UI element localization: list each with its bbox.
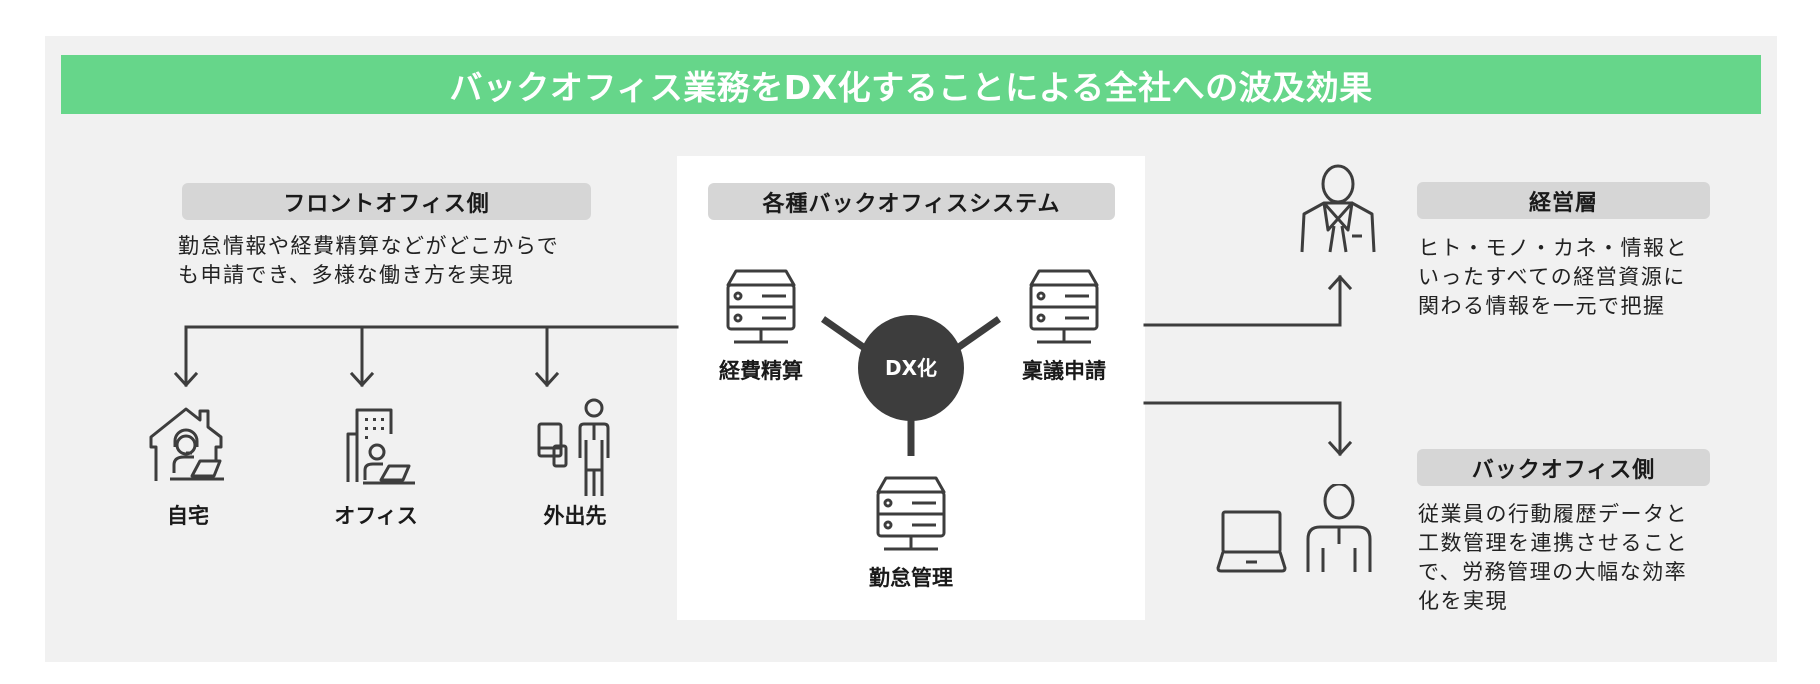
front-office-description: 勤怠情報や経費精算などがどこからで も申請でき、多様な働き方を実現 (178, 232, 559, 290)
location-label-home: 自宅 (167, 504, 209, 528)
back-office-description-line: 化を実現 (1418, 589, 1508, 613)
back-office-description-line: 工数管理を連携させること (1418, 531, 1688, 555)
server-icon (876, 476, 946, 551)
system-label-approval: 稟議申請 (1022, 359, 1106, 383)
management-connector (1143, 275, 1342, 327)
management-description-line: いったすべての経営資源に (1418, 265, 1686, 289)
system-label-attendance: 勤怠管理 (869, 566, 953, 590)
executive-icon (1300, 164, 1376, 253)
arrow-mobile (534, 371, 560, 388)
back-office-description: 従業員の行動履歴データと 工数管理を連携させること で、労務管理の大幅な効率 化… (1418, 500, 1688, 616)
front-office-description-line: も申請でき、多様な働き方を実現 (178, 263, 515, 287)
systems-heading: 各種バックオフィスシステム (708, 183, 1115, 220)
management-description-line: ヒト・モノ・カネ・情報と (1418, 236, 1688, 260)
employee-icon (1306, 484, 1372, 572)
server-icon (1029, 269, 1099, 344)
location-label-office: オフィス (334, 504, 418, 528)
server-icon (726, 269, 796, 344)
hub-spoke-left (820, 316, 869, 352)
back-office-description-line: 従業員の行動履歴データと (1418, 502, 1688, 526)
front-connector (184, 325, 679, 387)
laptop-icon (1216, 510, 1287, 573)
back-office-description-line: で、労務管理の大幅な効率 (1418, 560, 1688, 584)
system-label-expense: 経費精算 (719, 359, 803, 383)
management-description-line: 関わる情報を一元で把握 (1418, 294, 1666, 318)
backoffice-connector (1143, 401, 1342, 456)
office-worker-icon (346, 408, 415, 485)
arrow-backoffice (1327, 440, 1353, 457)
home-remote-worker-icon (149, 407, 224, 481)
hub-spoke-right (953, 316, 1002, 352)
management-description: ヒト・モノ・カネ・情報と いったすべての経営資源に 関わる情報を一元で把握 (1418, 234, 1688, 321)
front-office-description-line: 勤怠情報や経費精算などがどこからで (178, 234, 560, 258)
back-office-heading: バックオフィス側 (1417, 449, 1710, 486)
dx-hub (858, 315, 964, 421)
front-office-heading: フロントオフィス側 (182, 183, 591, 220)
diagram-title: バックオフィス業務をDX化することによる全社への波及効果 (61, 55, 1761, 114)
location-label-mobile: 外出先 (543, 504, 607, 528)
management-heading: 経営層 (1417, 182, 1710, 219)
arrow-management (1327, 274, 1353, 291)
mobile-worker-icon (537, 398, 610, 496)
dx-hub-label: DX化 (884, 356, 938, 380)
arrow-home (173, 371, 199, 388)
arrow-office (349, 371, 375, 388)
